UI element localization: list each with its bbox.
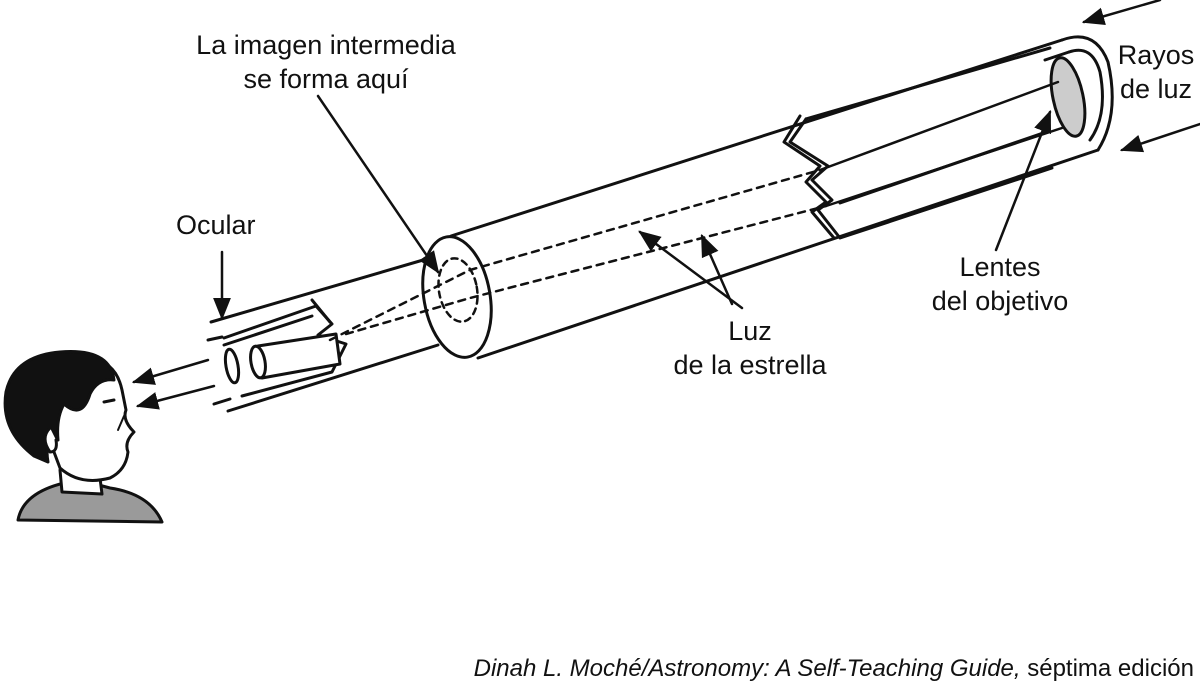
- star-light-label: Luz de la estrella: [652, 314, 848, 382]
- star-light-paths: [328, 168, 828, 342]
- main-tube: [421, 35, 1114, 360]
- light-rays-label: Rayos de luz: [1110, 38, 1200, 106]
- intermediate-image-label-line1: La imagen intermedia: [196, 30, 456, 60]
- objective-pointer: [994, 109, 1052, 252]
- eyepiece-lens-cone: [256, 332, 342, 380]
- incoming-ray-top: [1081, 0, 1162, 26]
- intermediate-image-label-line2: se forma aquí: [243, 64, 409, 94]
- intermediate-image-label: La imagen intermedia se forma aquí: [176, 28, 476, 96]
- objective-lens-label: Lentes del objetivo: [910, 250, 1090, 318]
- credit-source: Dinah L. Moché/Astronomy: A Self-Teachin…: [473, 655, 1021, 682]
- light-rays-label-line1: Rayos: [1117, 40, 1195, 70]
- credit-edition: séptima edición: [1020, 655, 1194, 682]
- star-light-pointer-left: [638, 230, 744, 310]
- objective-lens-label-line1: Lentes: [959, 252, 1041, 282]
- light-rays-label-line2: de luz: [1119, 74, 1193, 104]
- exit-ray-bottom: [135, 384, 216, 410]
- objective-lens: [1049, 56, 1087, 138]
- exit-ray-top: [131, 358, 210, 385]
- observer: [3, 350, 164, 524]
- objective-lens-label-line2: del objetivo: [931, 286, 1069, 316]
- eyepiece-tube: [206, 256, 440, 413]
- eyepiece-label: Ocular: [176, 210, 256, 240]
- star-light-pointer-right: [700, 233, 734, 306]
- star-light-label-line1: Luz: [728, 316, 772, 346]
- eyepiece-lens-small: [223, 347, 241, 385]
- image-credit: Dinah L. Moché/Astronomy: A Self-Teachin…: [474, 654, 1194, 684]
- intermediate-image-circle: [437, 257, 479, 323]
- star-light-label-line2: de la estrella: [673, 350, 827, 380]
- incoming-ray-bottom: [1119, 122, 1200, 153]
- intermediate-image-pointer: [316, 94, 440, 274]
